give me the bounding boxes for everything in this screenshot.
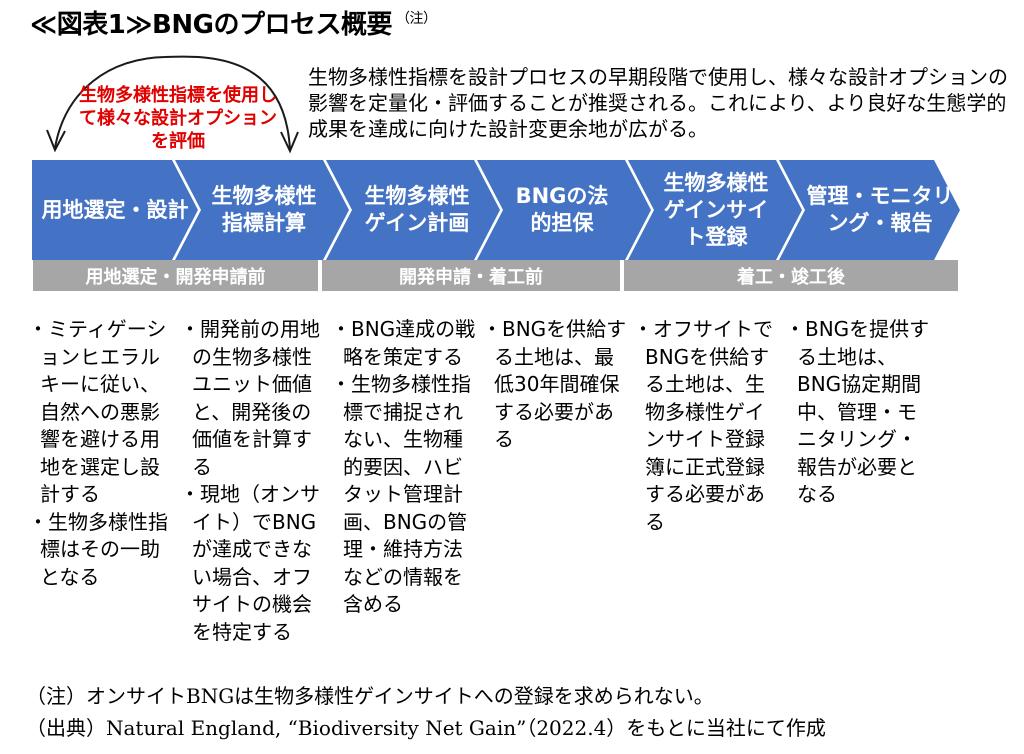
description-item: ・BNGを提供する土地は、BNG協定期間中、管理・モニタリング・報告が必要となる	[785, 317, 930, 506]
description-item: ・開発前の用地の生物多様性ユニット価値と、開発後の価値を計算する	[180, 317, 320, 479]
stage-label-6: 管理・モニタリング・報告	[806, 184, 954, 235]
stage-description-6: ・BNGを提供する土地は、BNG協定期間中、管理・モニタリング・報告が必要となる	[785, 316, 933, 509]
stage-label-5: 生物多様性ゲインサイト登録	[663, 170, 769, 249]
figure-title-text: ≪図表1≫BNGのプロセス概要	[30, 10, 392, 40]
stage-description-1: ・ミティゲーションヒエラルキーに従い、自然への悪影響を避ける用地を選定し設計する…	[28, 316, 176, 591]
description-item: ・BNG達成の戦略を策定する	[331, 317, 476, 369]
stage-shape-4	[477, 160, 651, 260]
loop-label: 生物多様性指標を使用して様々な設計オプションを評価	[79, 85, 277, 152]
title-note-mark: （注）	[395, 11, 437, 27]
stage-shape-5	[628, 160, 802, 260]
footnote: （注）オンサイトBNGは生物多様性ゲインサイトへの登録を求められない。	[26, 684, 714, 708]
source-note: （出典）Natural England, “Biodiversity Net G…	[26, 716, 826, 740]
loop-arc	[54, 55, 291, 151]
intro-text: 生物多様性指標を設計プロセスの早期段階で使用し、様々な設計オプションの影響を定量…	[308, 65, 1008, 141]
stage-shape-3	[326, 160, 500, 260]
feedback-loop-arrow	[46, 55, 299, 154]
stage-label-2: 生物多様性指標計算	[211, 184, 317, 235]
process-chevrons	[32, 160, 960, 260]
description-item: ・オフサイトでBNGを供給する土地は、生物多様性ゲインサイト登録簿に正式登録する…	[633, 317, 773, 534]
description-item: ・現地（オンサイト）でBNGが達成できない場合、オフサイトの機会を特定する	[180, 482, 320, 644]
stage-shape-1	[32, 160, 198, 260]
phase-bar-2: 開発申請・着工前	[322, 260, 620, 291]
description-item: ・ミティゲーションヒエラルキーに従い、自然への悪影響を避ける用地を選定し設計する	[28, 317, 167, 506]
stage-description-3: ・BNG達成の戦略を策定する ・生物多様性指標で捕捉されない、生物種的要因、ハビ…	[331, 316, 479, 619]
description-item: ・BNGを供給する土地は、最低30年間確保する必要がある	[482, 317, 627, 451]
phase-bar-3: 着工・竣工後	[624, 260, 958, 291]
description-item: ・生物多様性指標はその一助となる	[28, 509, 168, 589]
stage-label-4: BNGの法的担保	[515, 184, 609, 235]
description-item: ・生物多様性指標で捕捉されない、生物種的要因、ハビタット管理計画、BNGの管理・…	[331, 372, 471, 616]
stage-description-2: ・開発前の用地の生物多様性ユニット価値と、開発後の価値を計算する ・現地（オンサ…	[180, 316, 328, 646]
stage-description-4: ・BNGを供給する土地は、最低30年間確保する必要がある	[482, 316, 630, 454]
stage-label-3: 生物多様性ゲイン計画	[364, 184, 470, 235]
stage-shape-6	[779, 160, 960, 260]
stage-description-5: ・オフサイトでBNGを供給する土地は、生物多様性ゲインサイト登録簿に正式登録する…	[633, 316, 781, 536]
loop-right-arrowhead	[280, 131, 299, 154]
stage-shape-2	[175, 160, 349, 260]
stage-label-1: 用地選定・設計	[41, 197, 189, 222]
loop-left-arrowhead	[46, 129, 66, 153]
figure-title: ≪図表1≫BNGのプロセス概要（注）	[30, 4, 437, 41]
phase-bar-1: 用地選定・開発申請前	[33, 260, 318, 291]
